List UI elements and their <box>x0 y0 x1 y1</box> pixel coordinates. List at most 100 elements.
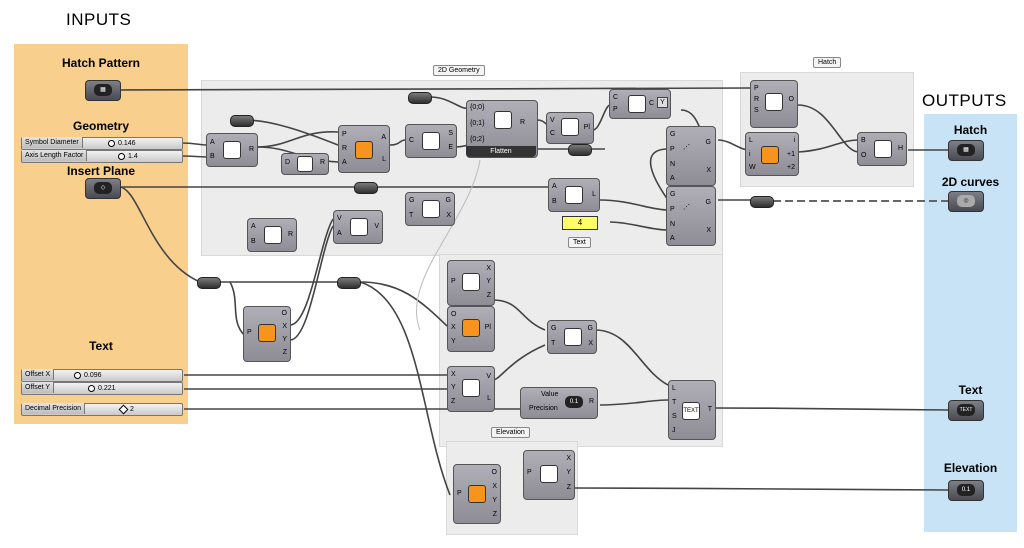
angle-icon <box>297 156 313 172</box>
format-component[interactable]: Value Precision R 0.1 <box>520 387 598 419</box>
relay[interactable] <box>568 144 592 156</box>
slider-value: 2 <box>130 406 134 413</box>
outputs-title: OUTPUTS <box>922 91 1007 110</box>
slider-value: 1.4 <box>128 153 138 160</box>
relay[interactable] <box>354 182 378 194</box>
hatch-fill-icon <box>765 93 783 111</box>
hatch-output-param[interactable]: ▦ <box>948 140 984 161</box>
text-output-label: Text <box>958 383 983 397</box>
relay[interactable] <box>750 196 774 208</box>
graft-toggle[interactable]: Y <box>657 97 668 108</box>
number-icon: 0.1 <box>565 396 583 408</box>
hatch-output-label: Hatch <box>953 123 988 137</box>
relay[interactable] <box>197 277 221 289</box>
slider-label: Symbol Diameter <box>22 137 83 148</box>
xyz-icon <box>540 465 558 483</box>
curves-output-param[interactable]: ◎ <box>948 191 984 212</box>
slider-knob[interactable] <box>118 404 129 415</box>
text-icon: TEXT <box>682 402 700 420</box>
slider-axis-length-factor[interactable]: Axis Length Factor 1.4 <box>21 150 183 163</box>
evaluate-icon <box>561 118 579 136</box>
precision-label: Precision <box>529 405 558 412</box>
arc-icon <box>355 141 373 159</box>
line-icon <box>565 186 583 204</box>
slider-decimal-precision[interactable]: Decimal Precision 2 <box>21 403 183 416</box>
hatch-pattern-label: Hatch Pattern <box>61 56 141 70</box>
relay[interactable] <box>408 92 432 104</box>
divide-icon <box>223 141 241 159</box>
inputs-panel <box>14 44 188 424</box>
group-label-text: Text <box>568 237 591 248</box>
slider-knob[interactable] <box>108 139 115 147</box>
text-icon: TEXT <box>957 404 975 416</box>
curve-icon <box>422 132 440 150</box>
slider-value: 0.096 <box>84 372 102 379</box>
hatch-icon: ▦ <box>94 84 112 96</box>
plane-icon <box>468 485 486 503</box>
slider-label: Decimal Precision <box>22 403 86 414</box>
hatch-icon <box>874 140 892 158</box>
value-label: Value <box>541 391 559 398</box>
slider-label: Axis Length Factor <box>22 150 88 161</box>
group-label-2d-geometry: 2D Geometry <box>433 65 485 76</box>
hatch-pattern-param[interactable]: ▦ <box>85 80 121 101</box>
slider-value: 0.146 <box>118 140 136 147</box>
geometry-label: Geometry <box>72 119 130 133</box>
slider-offset-x[interactable]: Offset X 0.096 <box>21 369 183 382</box>
slider-label: Offset Y <box>22 382 55 393</box>
slider-offset-y[interactable]: Offset Y 0.221 <box>21 382 183 395</box>
tree-path: {0;0} <box>470 104 485 111</box>
curves-output-label: 2D curves <box>941 175 1000 189</box>
elevation-output-param[interactable]: 0.1 <box>948 480 984 501</box>
slider-knob[interactable] <box>74 371 81 379</box>
merge-icon <box>494 111 512 129</box>
number-panel[interactable]: 4 <box>562 216 598 230</box>
slider-label: Offset X <box>22 369 55 380</box>
relay[interactable] <box>337 277 361 289</box>
plane-icon <box>258 324 276 342</box>
polyline-icon: ⋰ <box>683 204 690 211</box>
slider-knob[interactable] <box>118 152 125 160</box>
relay[interactable] <box>230 115 254 127</box>
number-icon: 0.1 <box>957 484 975 496</box>
plane-icon <box>462 319 480 337</box>
slider-symbol-diameter[interactable]: Symbol Diameter 0.146 <box>21 137 183 150</box>
insert-plane-label: Insert Plane <box>66 164 136 178</box>
text-label: Text <box>89 339 113 353</box>
curve-icon: ◎ <box>957 195 975 207</box>
flatten-label: Flatten <box>466 146 536 157</box>
group-label-elevation: Elevation <box>491 427 530 438</box>
polyline-icon: ⋰ <box>683 144 690 151</box>
slider-knob[interactable] <box>88 384 95 392</box>
hatch-icon: ▦ <box>957 144 975 156</box>
multiply-icon <box>264 226 282 244</box>
text-output-param[interactable]: TEXT <box>948 400 984 421</box>
move-icon <box>422 200 440 218</box>
series-icon <box>761 146 779 164</box>
insert-plane-param[interactable]: ◇ <box>85 178 121 199</box>
